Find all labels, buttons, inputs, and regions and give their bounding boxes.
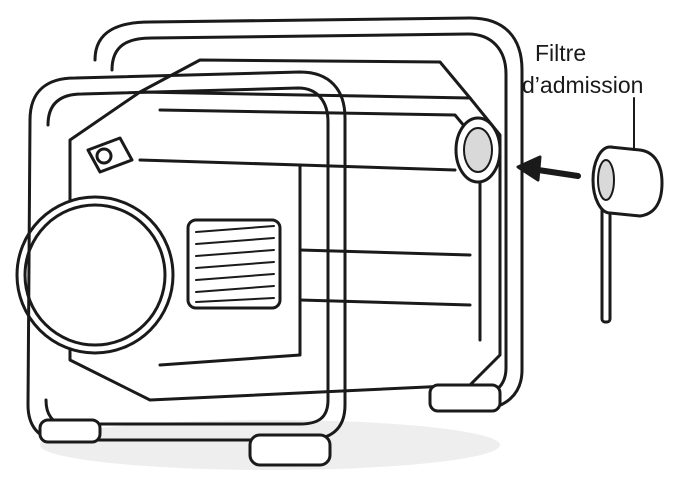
rear-cage-bar bbox=[95, 18, 522, 410]
intake-port-mesh bbox=[464, 128, 492, 172]
side-vent bbox=[188, 220, 280, 308]
vent-slats bbox=[196, 226, 274, 302]
motor-cover bbox=[17, 197, 173, 353]
body-ridge-2 bbox=[140, 160, 300, 365]
intake-filter-icon bbox=[593, 147, 662, 322]
foot-front-right bbox=[250, 435, 330, 465]
motor-cover-rim bbox=[25, 205, 165, 345]
callout-label-line-2: d’admission bbox=[522, 72, 644, 98]
rear-cage-bar-inner bbox=[112, 34, 506, 396]
fitting-nut bbox=[97, 149, 111, 163]
foot-rear-right bbox=[430, 385, 500, 411]
insertion-arrow-icon bbox=[518, 157, 578, 180]
foot-front-left bbox=[40, 420, 100, 442]
callout-label-line-1: Filtre bbox=[535, 40, 587, 66]
